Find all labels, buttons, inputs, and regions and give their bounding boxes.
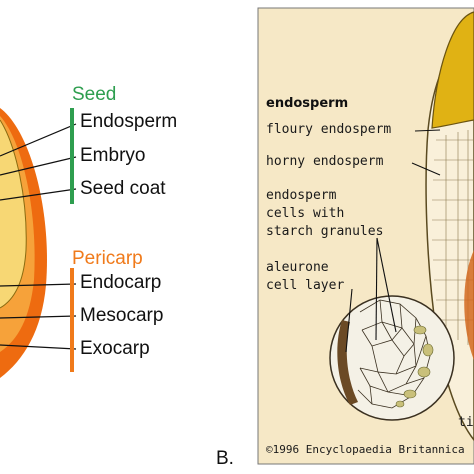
label-embryo: Embryo [80, 145, 146, 166]
label-exocarp: Exocarp [80, 338, 150, 359]
pericarp-group-bar [70, 268, 74, 372]
label-aleurone-2: cell layer [266, 278, 345, 293]
seed-group-bar [70, 108, 74, 204]
magnified-cells-circle [329, 295, 455, 421]
label-endocarp: Endocarp [80, 272, 162, 293]
label-endosperm-cells-2: cells with [266, 206, 345, 221]
copyright-line: ©1996 Encyclopaedia Britannica [266, 443, 465, 456]
right-heading-endosperm: endosperm [266, 96, 349, 111]
label-mesocarp: Mesocarp [80, 305, 164, 326]
right-leader-lines [345, 129, 441, 353]
label-endosperm-cells-3: starch granules [266, 224, 384, 239]
fruit-cross-section [0, 108, 47, 378]
left-leader-lines [0, 123, 77, 350]
label-horny-endosperm: horny endosperm [266, 154, 384, 169]
label-endosperm-cells-1: endosperm [266, 188, 337, 203]
pericarp-group-title: Pericarp [72, 248, 143, 269]
label-partial-ti: ti [458, 415, 474, 430]
label-seed-coat: Seed coat [80, 178, 166, 199]
label-floury-endosperm: floury endosperm [266, 122, 392, 137]
panel-letter-b: B. [216, 448, 234, 469]
seed-group-title: Seed [72, 84, 117, 105]
kernel-cap [431, 11, 474, 129]
label-endosperm: Endosperm [80, 111, 178, 132]
label-aleurone-1: aleurone [266, 260, 329, 275]
seed-layer [0, 120, 27, 308]
